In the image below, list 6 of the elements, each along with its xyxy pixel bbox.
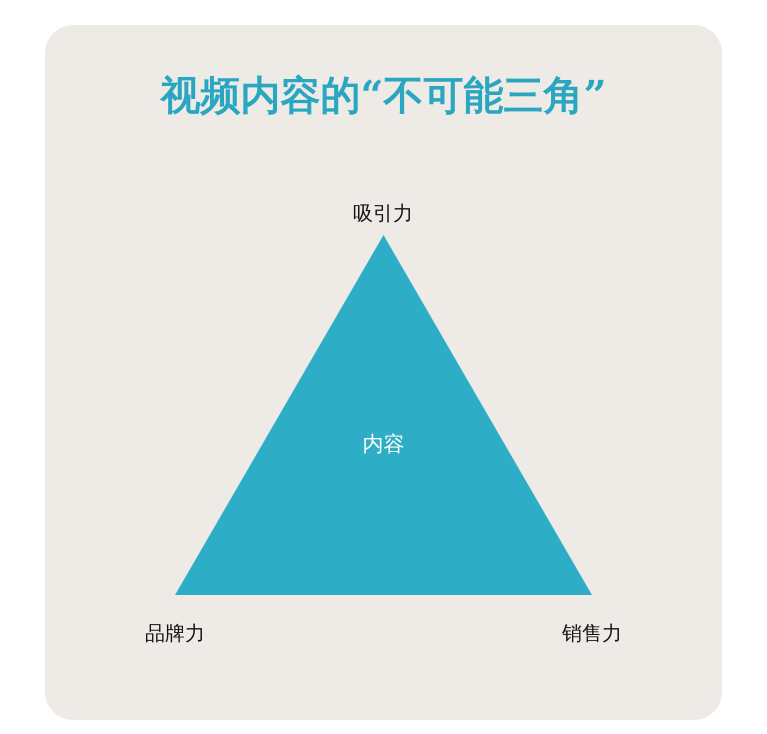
vertex-label: 吸引力 [352, 200, 414, 227]
center-label: 内容 [362, 431, 406, 458]
vertex-label: 销售力 [561, 620, 623, 647]
vertex-label: 品牌力 [144, 620, 206, 647]
triangle [175, 235, 592, 595]
title: 视频内容的“不可能三角” [158, 71, 608, 121]
